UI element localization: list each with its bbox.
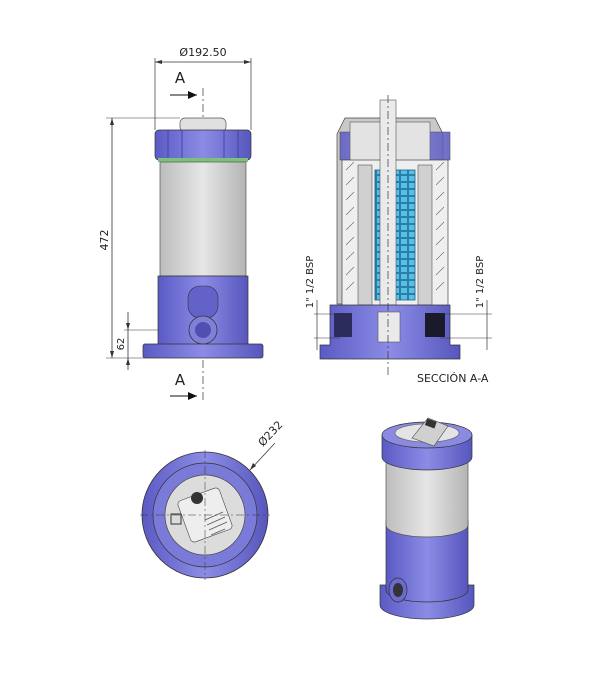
- isometric-view: [379, 417, 475, 620]
- section-mark-top: A: [175, 69, 186, 87]
- section-view: 1" 1/2 BSP 1" 1/2 BSP SECCIÓN A-A: [305, 95, 492, 385]
- height-label: 472: [98, 230, 111, 251]
- port-right-label: 1" 1/2 BSP: [475, 256, 486, 308]
- front-view: Ø192.50 A 472 62 A: [98, 46, 264, 400]
- diameter-top-label: Ø192.50: [179, 46, 226, 59]
- port-height-label: 62: [116, 338, 127, 351]
- section-mark-bottom: A: [175, 371, 186, 389]
- top-view: Ø232: [140, 418, 285, 580]
- section-title: SECCIÓN A-A: [417, 372, 489, 385]
- port-left-label: 1" 1/2 BSP: [305, 256, 316, 308]
- diameter-bottom-label: Ø232: [256, 418, 286, 449]
